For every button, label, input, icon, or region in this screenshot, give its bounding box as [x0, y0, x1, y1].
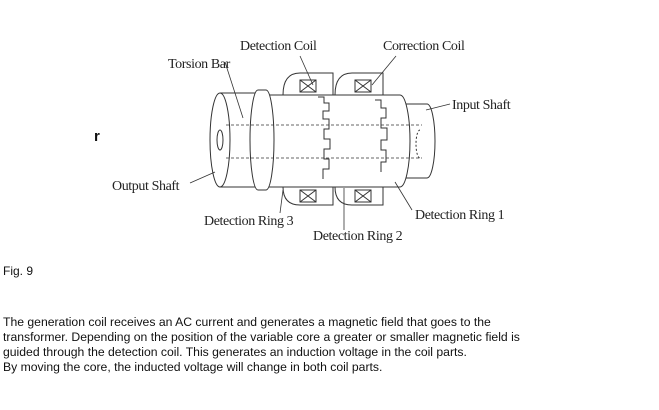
paragraph-line: guided through the detection coil. This …: [3, 345, 467, 359]
leader-lines: [189, 55, 451, 230]
detection-rings-cylinder: [266, 94, 411, 188]
label-input-shaft: Input Shaft: [452, 98, 511, 113]
label-detection-ring-3: Detection Ring 3: [204, 214, 294, 229]
output-shaft: [209, 89, 275, 191]
torsion-bar: [226, 124, 422, 159]
paragraph-line: transformer. Depending on the position o…: [3, 330, 520, 344]
correction-coil-top: [334, 72, 384, 96]
label-torsion-bar: Torsion Bar: [168, 57, 231, 72]
correction-coil-bottom: [334, 186, 384, 206]
label-correction-coil: Correction Coil: [383, 39, 465, 54]
label-detection-ring-2: Detection Ring 2: [313, 229, 403, 244]
stray-character: r: [94, 128, 100, 145]
paragraph-line: The generation coil receives an AC curre…: [3, 315, 491, 329]
label-detection-ring-1: Detection Ring 1: [415, 208, 505, 223]
label-detection-coil: Detection Coil: [240, 39, 317, 54]
detection-coil-bottom: [282, 186, 334, 206]
paragraph-line: By moving the core, the inducted voltage…: [3, 360, 383, 374]
description-paragraph: The generation coil receives an AC curre…: [3, 315, 653, 375]
label-output-shaft: Output Shaft: [112, 179, 180, 194]
detection-coil-top: [282, 72, 334, 96]
torque-sensor-diagram: Detection Coil Correction Coil Torsion B…: [112, 39, 511, 244]
figure-caption: Fig. 9: [3, 264, 34, 278]
